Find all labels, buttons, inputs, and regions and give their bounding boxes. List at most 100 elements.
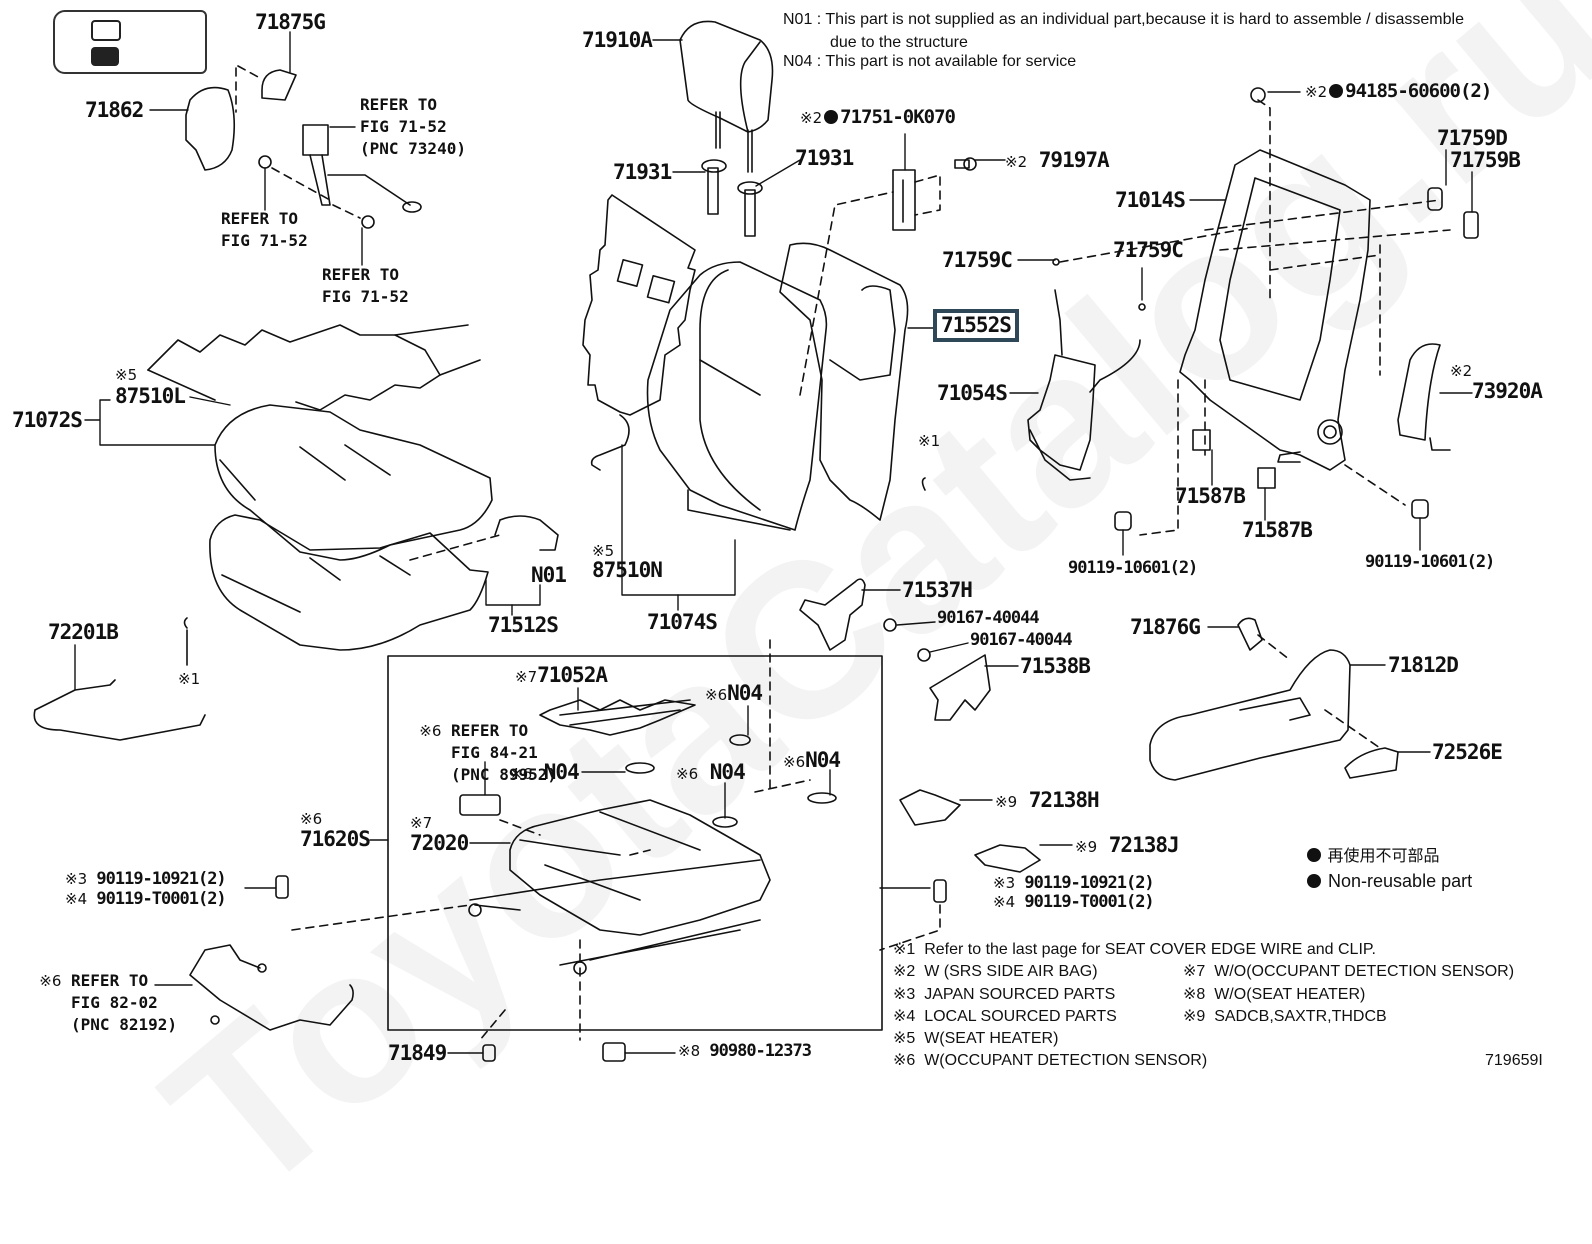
part-87510L-mark: ※5 (115, 366, 138, 384)
wire-72201B-drawing[interactable] (33, 679, 206, 741)
seat-heater-mat-drawing[interactable] (147, 324, 481, 411)
part-71552S[interactable]: 71552S (941, 313, 1012, 337)
cover-71862-drawing[interactable] (185, 69, 297, 171)
seatbelt-buckle-drawing[interactable] (258, 124, 422, 229)
bolt-90119-T0001-right[interactable]: ※4 90119-T0001(2) (993, 892, 1155, 912)
refer-anchor-2[interactable]: REFER TO FIG 71-52 (322, 265, 409, 306)
guide-line (799, 191, 894, 396)
part-71759D[interactable]: 71759D (1437, 126, 1508, 150)
part-73920A[interactable]: 73920A (1472, 379, 1543, 403)
part-71759C-right[interactable]: 71759C (1113, 238, 1184, 262)
part-71875G[interactable]: 71875G (255, 10, 326, 34)
cushion-frame-drawing[interactable] (468, 799, 771, 975)
guide-line (1344, 464, 1406, 506)
refer-seatbelt[interactable]: REFER TO FIG 71-52 (PNC 73240) (360, 95, 466, 158)
refer-harness[interactable]: ※6 REFER TO FIG 82-02 (PNC 82192) (39, 971, 177, 1034)
footnote-1: ※1 Refer to the last page for SEAT COVER… (893, 941, 1376, 958)
part-90167-40044-lower[interactable]: 90167-40044 (970, 630, 1073, 650)
part-N04-a[interactable]: ※6N04 (705, 681, 763, 705)
part-90980-12373[interactable]: ※8 90980-12373 (678, 1041, 812, 1061)
lumbar-support-drawing[interactable] (1027, 258, 1146, 481)
bolt-90119-10921-right[interactable]: ※3 90119-10921(2) (993, 873, 1155, 893)
highlighted-part-box[interactable]: 71552S (933, 309, 1019, 342)
knob-72526E-drawing[interactable] (1344, 747, 1399, 779)
bolt-90119-10921-left[interactable]: ※3 90119-10921(2) (65, 869, 227, 889)
part-71759C-left[interactable]: 71759C (942, 248, 1013, 272)
cover-71759D-drawing[interactable] (1427, 187, 1443, 211)
part-72526E[interactable]: 72526E (1432, 740, 1503, 764)
part-71849[interactable]: 71849 (388, 1041, 447, 1065)
part-71862[interactable]: 71862 (85, 98, 144, 122)
part-71538B[interactable]: 71538B (1020, 654, 1091, 678)
bolt-79197A-drawing[interactable] (954, 157, 977, 171)
headrest-guide-drawing[interactable] (701, 159, 763, 237)
part-N04-d[interactable]: ※6N04 (783, 748, 841, 772)
refer-anchor-1[interactable]: REFER TO FIG 71-52 (221, 209, 308, 250)
bracket-71751-drawing[interactable] (892, 169, 916, 231)
cover-72138H-drawing[interactable] (899, 789, 961, 826)
part-72020[interactable]: 72020 (410, 831, 469, 855)
airbag-73920A-drawing[interactable] (1397, 343, 1451, 451)
part-71759B[interactable]: 71759B (1450, 148, 1521, 172)
shield-71812D-drawing[interactable] (1149, 649, 1351, 781)
shield-71538B-drawing[interactable] (929, 654, 991, 721)
refer-ods[interactable]: ※6 REFER TO FIG 84-21 (PNC 89952) (419, 721, 557, 784)
ods-ecu-drawing[interactable] (459, 794, 501, 816)
clip-note-mark-1: ※1 (918, 432, 941, 450)
part-71052A[interactable]: ※771052A (515, 663, 608, 687)
part-72138H[interactable]: ※9 72138H (995, 788, 1100, 812)
part-71537H[interactable]: 71537H (902, 578, 973, 602)
bracket-71587B-drawing[interactable] (1192, 429, 1276, 489)
part-71876G[interactable]: 71876G (1130, 615, 1201, 639)
seatback-board-drawing[interactable] (582, 194, 696, 471)
clip-drawing[interactable] (183, 617, 188, 666)
screw-90167-drawing[interactable] (883, 618, 931, 662)
headrest-drawing[interactable] (679, 20, 774, 173)
cover-71759B-drawing[interactable] (1463, 211, 1479, 239)
part-90119-10601-left[interactable]: 90119-10601(2) (1068, 558, 1198, 578)
part-71587B-upper[interactable]: 71587B (1175, 484, 1246, 508)
harness-82192-drawing[interactable] (189, 944, 354, 1031)
part-79197A[interactable]: ※2 79197A (1005, 148, 1110, 172)
part-71931-left[interactable]: 71931 (613, 160, 672, 184)
bolt-front-drawing[interactable] (275, 875, 947, 903)
clip-drawing[interactable] (921, 477, 926, 491)
seat-cushion-drawing[interactable] (209, 404, 559, 651)
part-72201B[interactable]: 72201B (48, 620, 119, 644)
part-71931-right[interactable]: 71931 (795, 146, 854, 170)
part-71620S[interactable]: 71620S (300, 827, 371, 851)
part-71074S[interactable]: 71074S (647, 610, 718, 634)
part-71587B-lower[interactable]: 71587B (1242, 518, 1313, 542)
part-72138J[interactable]: ※9 72138J (1075, 833, 1180, 857)
part-90119-10601-right[interactable]: 90119-10601(2) (1365, 552, 1495, 572)
clip-94185-drawing[interactable] (1250, 87, 1266, 103)
cover-72138J-drawing[interactable] (974, 844, 1041, 873)
shield-71537H-drawing[interactable] (799, 578, 866, 651)
seatback-frame-drawing[interactable] (1179, 149, 1371, 471)
guide-line (1139, 99, 1381, 536)
cover-71876G-drawing[interactable] (1237, 617, 1263, 651)
part-87510L[interactable]: 87510L (115, 384, 186, 408)
connector-90980-drawing[interactable] (602, 1042, 626, 1062)
part-71014S[interactable]: 71014S (1115, 188, 1186, 212)
seatback-pad-71552S-drawing[interactable] (779, 242, 909, 521)
bolt-90119-T0001-left[interactable]: ※4 90119-T0001(2) (65, 889, 227, 909)
part-71910A[interactable]: 71910A (582, 28, 653, 52)
part-71512S[interactable]: 71512S (488, 613, 559, 637)
part-72020-mark: ※7 (410, 814, 433, 832)
part-90167-40044-upper[interactable]: 90167-40044 (937, 608, 1040, 628)
part-N04-c[interactable]: ※6 N04 (676, 760, 746, 784)
part-71812D[interactable]: 71812D (1388, 653, 1459, 677)
part-N04-b[interactable]: ※6 N04 (510, 760, 580, 784)
part-71072S[interactable]: 71072S (12, 408, 83, 432)
mat-71052A-drawing[interactable] (539, 699, 696, 736)
seatback-cover-drawing[interactable] (646, 261, 828, 531)
leader-lines (74, 31, 1473, 1054)
nonreusable-dot-icon (1329, 84, 1344, 98)
part-87510N[interactable]: 87510N (592, 558, 663, 582)
screw-71849-drawing[interactable] (482, 1044, 496, 1062)
part-N01[interactable]: N01 (531, 563, 567, 587)
part-71054S[interactable]: 71054S (937, 381, 1008, 405)
